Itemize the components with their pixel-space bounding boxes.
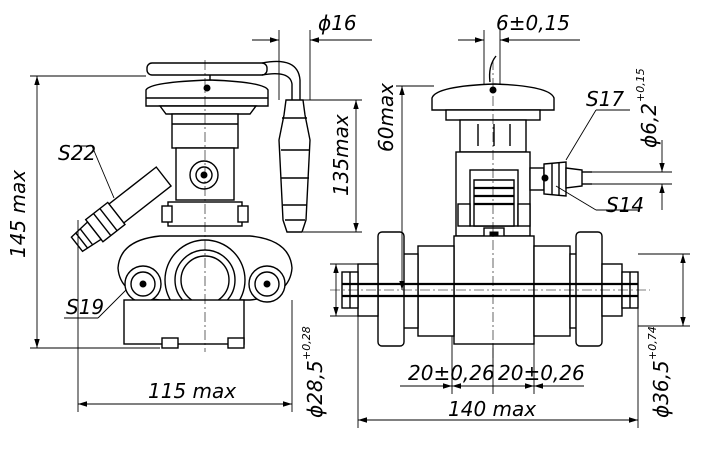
dimension-lines <box>30 30 690 428</box>
dim-145max: 145 max <box>6 170 30 258</box>
dim-phi16: ϕ16 <box>318 11 357 35</box>
right-body <box>455 119 531 243</box>
dim-20-026-right: 20±0,26 <box>498 361 585 385</box>
dim-60max: 60max <box>374 83 398 152</box>
callout-labels: S22 S19 S17 S14 <box>58 87 644 319</box>
dim-phi36-5-tol: +0,74 <box>646 326 659 360</box>
equalizer-fitting <box>70 166 173 253</box>
dim-135max: 135max <box>329 114 353 196</box>
label-s19: S19 <box>66 295 104 319</box>
right-capillary <box>488 55 497 83</box>
label-s22: S22 <box>58 141 96 165</box>
sensing-bulb <box>278 99 311 233</box>
dim-115max: 115 max <box>148 379 236 403</box>
dim-20-026-left: 20±0,26 <box>408 361 495 385</box>
label-s14: S14 <box>606 193 644 217</box>
dim-phi36-5: ϕ36,5 <box>649 360 673 418</box>
dim-phi28-5-tol: +0,28 <box>300 326 313 360</box>
label-s17: S17 <box>586 87 624 111</box>
dim-phi6-2: ϕ6,2 <box>637 103 661 148</box>
left-view <box>70 60 311 352</box>
side-fitting <box>529 161 592 197</box>
dim-phi28-5: ϕ28,5 <box>303 360 327 418</box>
pipe-assembly <box>341 231 639 347</box>
dim-140max: 140 max <box>448 397 536 421</box>
dimension-text: ϕ16 6±0,15 145 max 60max 135max 115 max … <box>6 11 673 421</box>
dim-phi6-2-tol: +0,15 <box>634 68 647 102</box>
capillary-tube <box>146 60 301 100</box>
right-view <box>330 55 650 360</box>
dim-6-015: 6±0,15 <box>496 11 570 35</box>
diaphragm-head <box>145 79 269 115</box>
